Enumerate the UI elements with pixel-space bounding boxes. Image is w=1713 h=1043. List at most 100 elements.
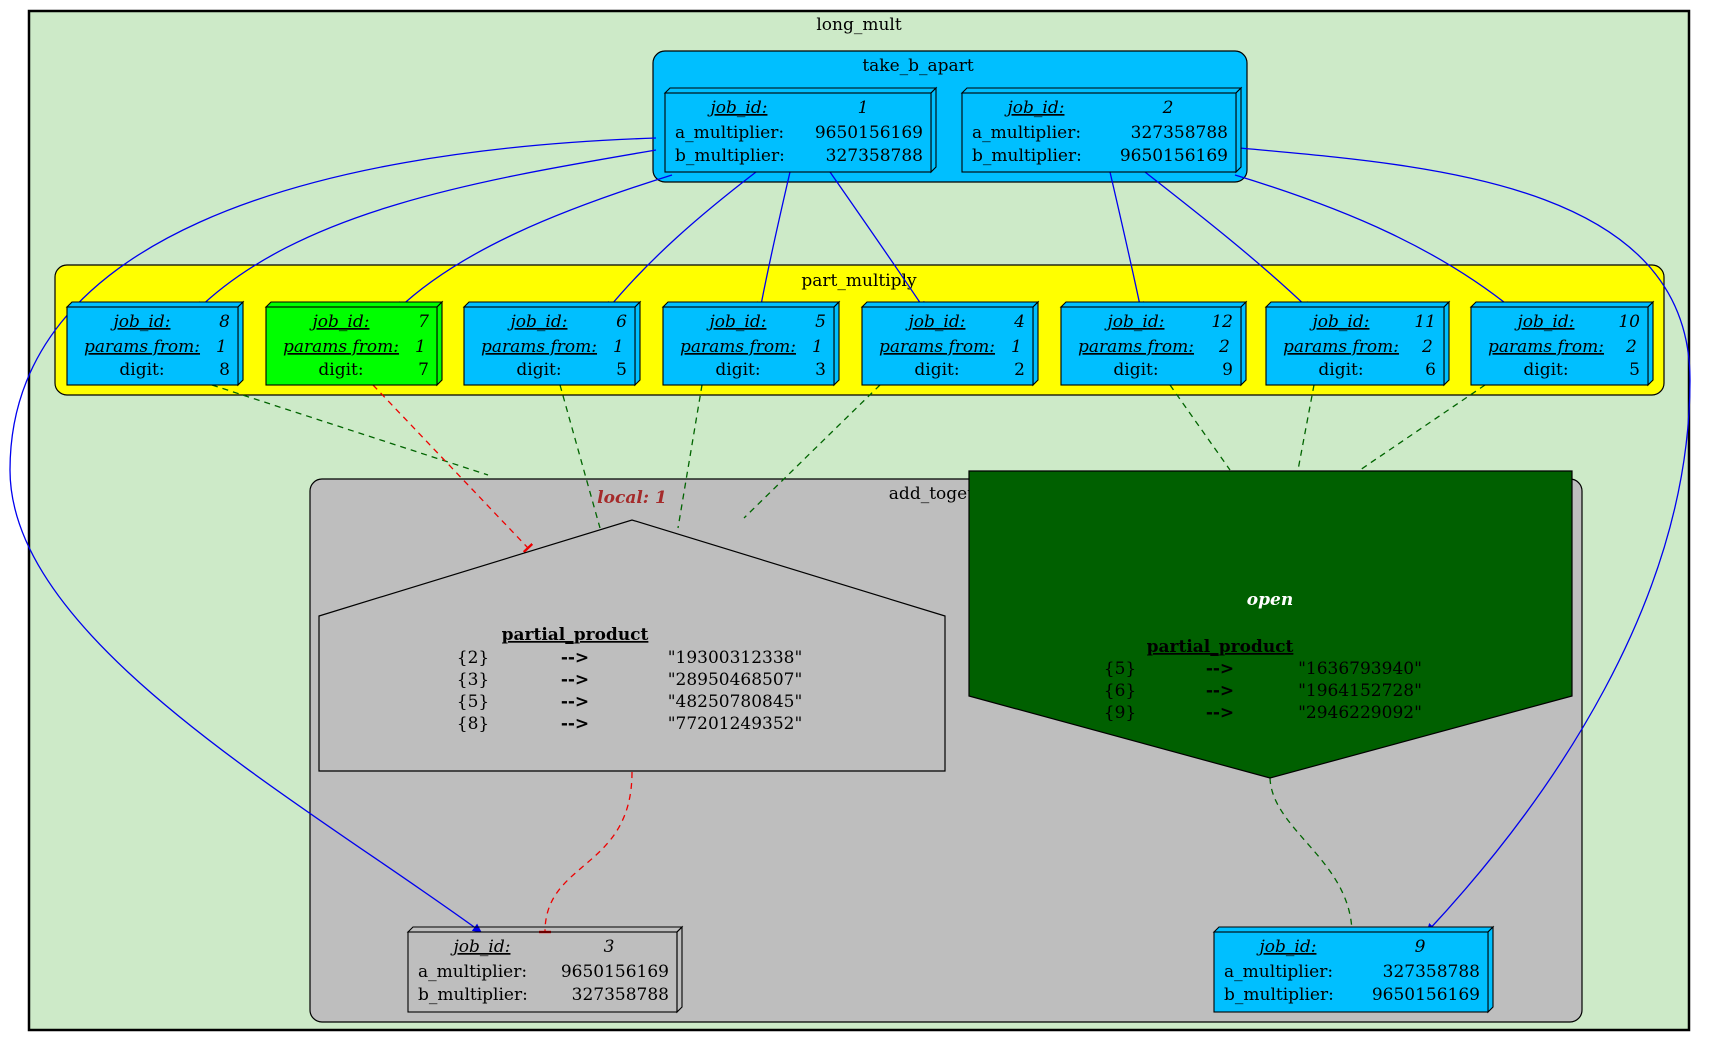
b-multiplier-label: b_multiplier: (1224, 985, 1334, 1005)
params-from-value: 1 (216, 337, 227, 357)
local-accumulator-header: partial_product (502, 625, 649, 645)
digit-value: 2 (1014, 360, 1025, 380)
open-accumulator: open partial_product {5}-->"1636793940"{… (968, 470, 1573, 779)
job-id-value: 9 (1415, 937, 1426, 957)
edge-j11-open (1297, 384, 1315, 471)
job-id-value: 7 (418, 312, 429, 332)
accumulator-value: "28950468507" (668, 670, 803, 690)
digit-label: digit: (516, 360, 561, 380)
edge-j5-local (677, 384, 703, 529)
params-from-label: params from: (680, 337, 796, 357)
job-nodes: job_id: 1 a_multiplier: 9650156169 b_multipl… (65, 86, 1655, 1014)
job-id-label: job_id: (706, 312, 767, 332)
edge-j1-j4 (829, 171, 926, 311)
job-id-label: job_id: (1256, 937, 1317, 957)
accumulator-key: {5} (1104, 659, 1136, 679)
accumulator-row: {6}-->"1964152728" (1104, 681, 1422, 701)
job-id-value: 6 (616, 312, 627, 332)
local-accumulator: local: 1 partial_product {2}-->"19300312… (318, 488, 946, 772)
digit-value: 3 (815, 360, 826, 380)
params-from-label: params from: (481, 337, 597, 357)
accumulator-value: "2946229092" (1298, 703, 1422, 723)
digit-value: 9 (1222, 360, 1233, 380)
local-accumulator-title: local: 1 (597, 488, 667, 508)
accumulator-arrow: --> (561, 692, 589, 712)
job-id-label: job_id: (707, 98, 768, 118)
job-node-9: job_id:9a_multiplier:327358788b_multipli… (1212, 925, 1495, 1014)
blue-edges (9, 137, 1691, 933)
edge-j4-local (743, 384, 881, 519)
edge-j10-open (1359, 384, 1486, 471)
accumulator-arrow: --> (561, 648, 589, 668)
edge-j2-j11 (1144, 171, 1311, 311)
job-id-label: job_id: (1514, 312, 1575, 332)
accumulator-arrow: --> (561, 670, 589, 690)
a-multiplier-value: 9650156169 (815, 123, 923, 143)
edge-j1-j6 (606, 171, 757, 311)
digit-value: 8 (219, 360, 230, 380)
digit-label: digit: (318, 360, 363, 380)
green-edges (211, 384, 1486, 933)
job-id-value: 4 (1013, 312, 1025, 332)
open-accumulator-title: open (1247, 590, 1293, 610)
accumulator-arrow: --> (1206, 659, 1234, 679)
b-multiplier-label: b_multiplier: (675, 146, 785, 166)
a-multiplier-value: 327358788 (1131, 123, 1228, 143)
digit-value: 6 (1425, 360, 1436, 380)
accumulator-row: {8}-->"77201249352" (457, 714, 803, 734)
a-multiplier-value: 9650156169 (561, 962, 669, 982)
edge-j1-j5 (757, 171, 791, 311)
accumulator-row: {2}-->"19300312338" (457, 648, 803, 668)
red-edges (372, 384, 633, 934)
a-multiplier-label: a_multiplier: (1224, 962, 1333, 982)
digit-label: digit: (119, 360, 164, 380)
params-from-label: params from: (1488, 337, 1604, 357)
params-from-label: params from: (1078, 337, 1194, 357)
edge-j1-j8 (196, 149, 657, 311)
params-from-label: params from: (1283, 337, 1399, 357)
cluster-long-mult-label: long_mult (816, 15, 902, 35)
edge-j2-j12 (1109, 171, 1144, 311)
a-multiplier-label: a_multiplier: (972, 123, 1081, 143)
accumulator-value: "1964152728" (1298, 681, 1422, 701)
accumulator-key: {3} (457, 670, 489, 690)
accumulator-value: "77201249352" (668, 714, 803, 734)
params-from-value: 1 (812, 337, 823, 357)
job-id-value: 5 (815, 312, 826, 332)
accumulator-row: {5}-->"48250780845" (457, 692, 803, 712)
a-multiplier-label: a_multiplier: (675, 123, 784, 143)
job-node-2: job_id:2a_multiplier:327358788b_multipli… (960, 86, 1243, 174)
params-from-value: 2 (1421, 337, 1433, 357)
job-id-value: 12 (1211, 312, 1233, 332)
job-id-value: 8 (219, 312, 230, 332)
digit-label: digit: (1318, 360, 1363, 380)
job-id-value: 2 (1162, 98, 1174, 118)
local-accumulator-rows: {2}-->"19300312338"{3}-->"28950468507"{5… (457, 648, 803, 734)
job-id-label: job_id: (450, 937, 511, 957)
job-node-3: job_id:3a_multiplier:9650156169b_multipl… (406, 925, 684, 1014)
digit-label: digit: (1523, 360, 1568, 380)
accumulator-arrow: --> (1206, 703, 1234, 723)
digit-label: digit: (914, 360, 959, 380)
accumulator-arrow: --> (561, 714, 589, 734)
job-id-label: job_id: (1104, 312, 1165, 332)
accumulator-row: {3} --> "28950468507" (457, 670, 803, 690)
edge-j8-local (211, 384, 489, 476)
digit-value: 7 (418, 360, 429, 380)
accumulator-key: {9} (1104, 703, 1136, 723)
b-multiplier-value: 327358788 (572, 985, 669, 1005)
cluster-part-multiply-label: part_multiply (801, 271, 917, 291)
params-from-value: 1 (415, 337, 426, 357)
b-multiplier-label: b_multiplier: (418, 985, 528, 1005)
accumulator-value: "48250780845" (668, 692, 803, 712)
params-from-value: 2 (1218, 337, 1230, 357)
open-accumulator-header: partial_product (1147, 637, 1294, 657)
